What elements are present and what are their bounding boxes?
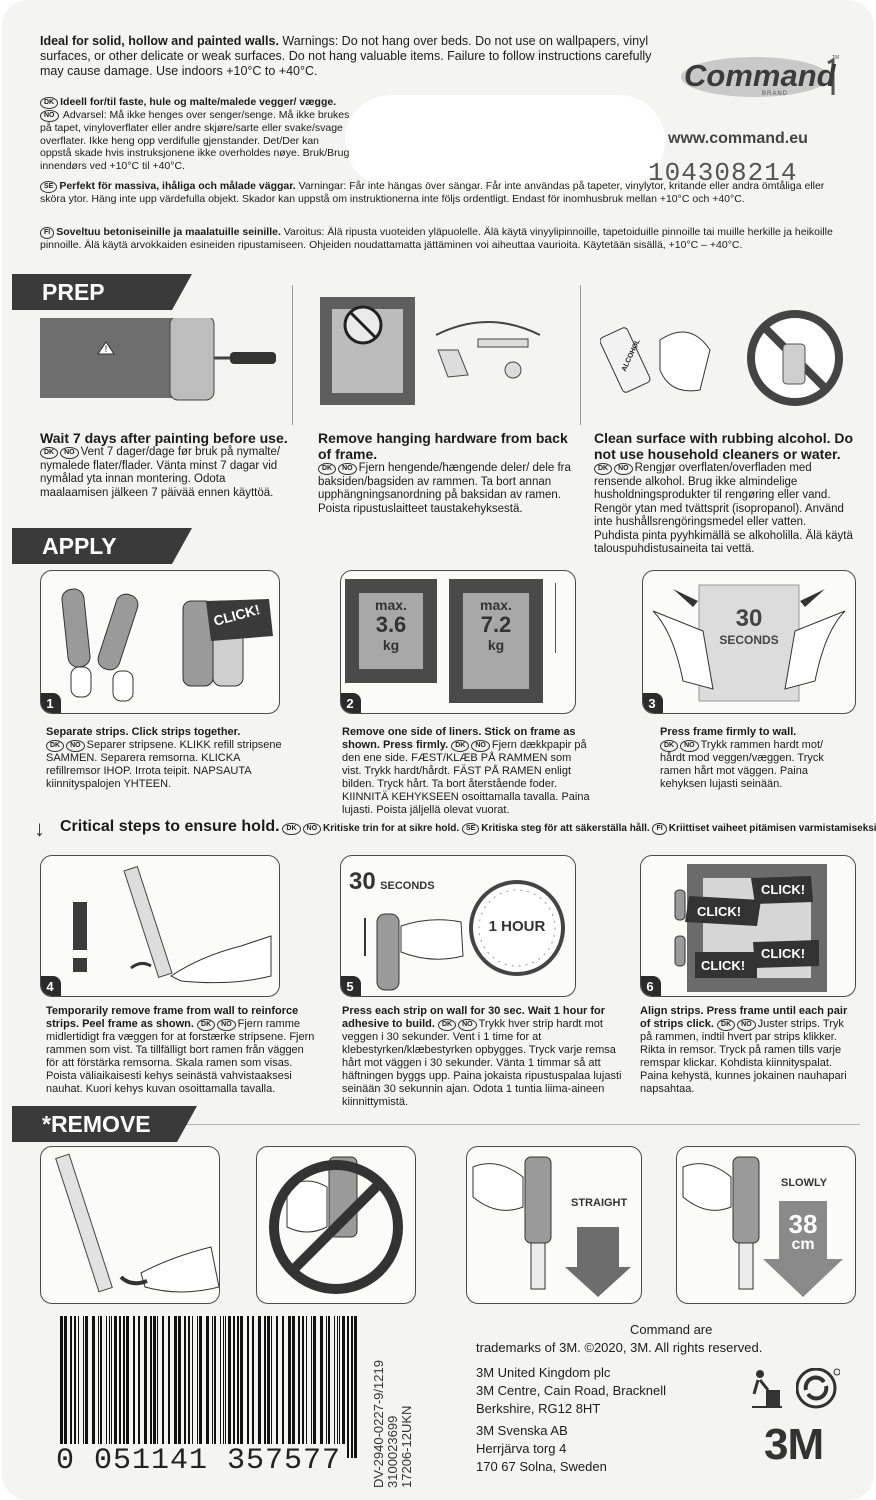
slowly-label: SLOWLY <box>781 1177 828 1189</box>
step-2-panel: max. 3.6 kg max. 7.2 kg 2 <box>340 570 576 714</box>
step-1-panel: CLICK! 1 <box>40 570 280 714</box>
step-number-6: 6 <box>641 976 661 996</box>
svg-text:!: ! <box>105 344 108 354</box>
click-label-3: CLICK! <box>701 958 746 973</box>
recycle-icon <box>795 1367 841 1412</box>
step-2-text: Remove one side of liners. Stick on fram… <box>342 726 590 816</box>
product-codes: DV-2940-0227-9/1219 3100023699 17206-12U… <box>371 1360 414 1488</box>
weight-large: max. 7.2 kg <box>480 597 512 653</box>
prep-divider-1 <box>292 285 293 425</box>
remove-step-1 <box>40 1146 220 1304</box>
prep-banner: PREP <box>12 274 192 310</box>
barcode-number: 0 051141 357577 <box>52 1444 346 1478</box>
remove-step-4: SLOWLY 38 cm <box>676 1146 856 1304</box>
step-5-text: Press each strip on wall for 30 sec. Wai… <box>342 1005 622 1108</box>
remove-step-3: STRAIGHT <box>466 1146 642 1304</box>
3m-logo: 3M <box>764 1420 824 1469</box>
click-label-4: CLICK! <box>761 946 806 961</box>
step-6-panel: CLICK! CLICK! CLICK! CLICK! 6 <box>640 855 856 997</box>
prep-divider-2 <box>580 285 581 425</box>
step-3-panel: 30 SECONDS 3 <box>642 570 856 714</box>
distance-label: 38 cm <box>788 1209 818 1253</box>
remove-rule <box>170 1124 860 1125</box>
apply-banner: APPLY <box>12 528 192 564</box>
step-5-panel: 30 SECONDS 1 HOUR 5 <box>340 855 576 997</box>
prep-step-hardware: Remove hanging hardware from back of fra… <box>318 430 571 515</box>
click-label-2: CLICK! <box>761 882 806 897</box>
painted-wall-illustration: ! <box>40 315 280 406</box>
step-number-5: 5 <box>341 976 361 996</box>
remove-banner: *REMOVE <box>12 1106 197 1142</box>
seconds-label: 30 SECONDS <box>719 605 779 647</box>
step-number-4: 4 <box>41 976 61 996</box>
clean-surface-illustration: ALCOHOL <box>599 300 850 410</box>
command-logo: Command BRAND TM <box>680 55 840 103</box>
hour-label: 1 HOUR <box>488 918 546 935</box>
step-4-text: Temporarily remove frame from wall to re… <box>46 1005 315 1095</box>
barcode <box>60 1316 360 1458</box>
address-uk: 3M United Kingdom plc 3M Centre, Cain Ro… <box>476 1365 667 1416</box>
trademark-line-2: trademarks of 3M. ©2020, 3M. All rights … <box>476 1340 763 1355</box>
warning-en: Ideal for solid, hollow and painted wall… <box>40 34 652 78</box>
down-arrow-icon: ↓ <box>34 816 45 841</box>
step-number-3: 3 <box>643 693 663 713</box>
batch-code: 104308214 <box>648 158 798 188</box>
weight-small: max. 3.6 kg <box>375 597 407 653</box>
step-number-2: 2 <box>341 693 361 713</box>
trademark-line-1: Command are <box>630 1322 713 1337</box>
frame-hardware-illustration <box>318 295 563 410</box>
step-6-text: Align strips. Press frame until each pai… <box>640 1005 848 1095</box>
step-4-panel: 4 <box>40 855 280 997</box>
address-se: 3M Svenska AB Herrjärva torg 4 170 67 So… <box>476 1423 607 1474</box>
hang-hole <box>345 95 665 187</box>
straight-label: STRAIGHT <box>571 1197 628 1209</box>
click-label-1: CLICK! <box>697 904 742 919</box>
step-1-text: Separate strips. Click strips together.D… <box>46 726 282 790</box>
step-number-1: 1 <box>41 693 61 713</box>
prep-step-paint: Wait 7 days after painting before use. D… <box>40 430 288 499</box>
seconds-timer: 30 SECONDS <box>349 868 435 895</box>
website[interactable]: www.command.eu <box>668 130 808 147</box>
height-indicator <box>555 583 556 653</box>
prep-step-clean: Clean surface with rubbing alcohol. Do n… <box>594 430 854 555</box>
remove-step-2 <box>256 1146 416 1304</box>
tidyman-icon <box>750 1368 784 1408</box>
